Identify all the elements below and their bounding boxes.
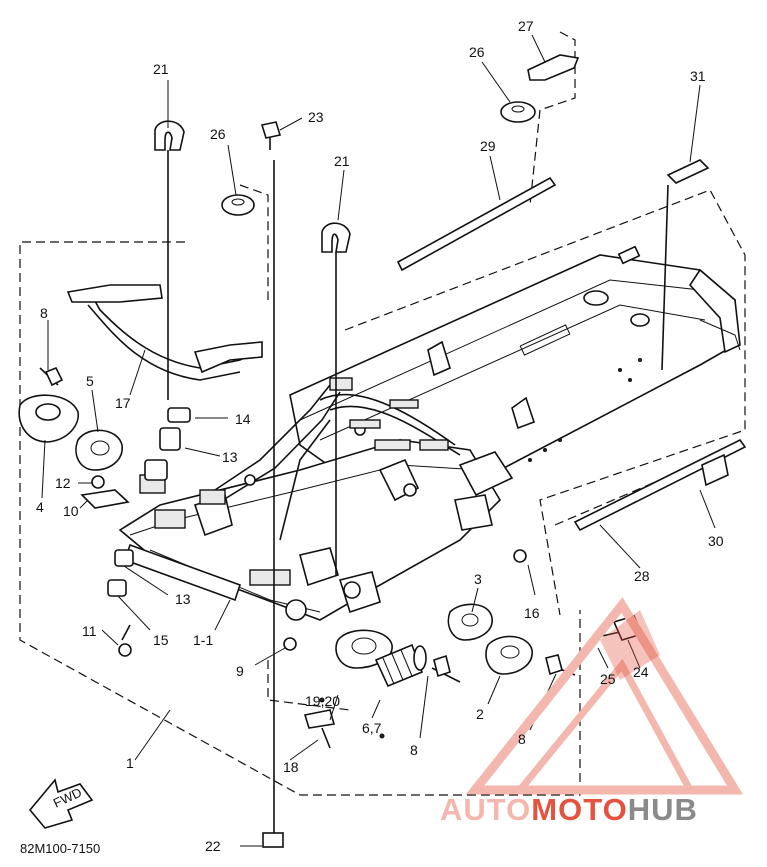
callout-8-mid: 8 bbox=[410, 742, 418, 758]
leader-lines bbox=[41, 34, 716, 847]
callout-2: 2 bbox=[476, 706, 484, 722]
callout-31: 31 bbox=[690, 68, 706, 84]
callout-24: 24 bbox=[633, 664, 649, 680]
callout-19-20: 19,20 bbox=[305, 693, 340, 709]
callout-13-upper: 13 bbox=[222, 449, 238, 465]
callout-27: 27 bbox=[518, 18, 534, 34]
callout-23: 23 bbox=[308, 109, 324, 125]
callout-17: 17 bbox=[115, 395, 131, 411]
callout-26-left: 26 bbox=[210, 126, 226, 142]
loose-parts bbox=[18, 54, 747, 848]
callout-1-1: 1-1 bbox=[193, 632, 213, 648]
fwd-arrow: FWD bbox=[28, 778, 94, 829]
callout-25: 25 bbox=[600, 671, 616, 687]
callout-26-right: 26 bbox=[469, 44, 485, 60]
callout-21-mid: 21 bbox=[334, 153, 350, 169]
callout-29: 29 bbox=[480, 138, 496, 154]
watermark-moto: MOTO bbox=[531, 792, 627, 827]
callout-22: 22 bbox=[205, 838, 221, 854]
watermark-auto: AUTO bbox=[440, 792, 531, 827]
callout-1: 1 bbox=[126, 755, 134, 771]
callout-10: 10 bbox=[63, 503, 79, 519]
callout-8-right: 8 bbox=[518, 731, 526, 747]
diagram-code: 82M100-7150 bbox=[20, 841, 100, 856]
callout-21-top: 21 bbox=[153, 61, 169, 77]
callout-labels: 21 26 23 21 27 26 29 31 8 5 17 14 13 12 … bbox=[36, 18, 724, 854]
callout-28: 28 bbox=[634, 568, 650, 584]
callout-12: 12 bbox=[55, 475, 71, 491]
callout-3: 3 bbox=[474, 571, 482, 587]
callout-5: 5 bbox=[86, 373, 94, 389]
watermark-hub: HUB bbox=[628, 792, 698, 827]
callout-13-lower: 13 bbox=[175, 591, 191, 607]
callout-8-left: 8 bbox=[40, 305, 48, 321]
callout-15: 15 bbox=[153, 632, 169, 648]
callout-30: 30 bbox=[708, 533, 724, 549]
svg-text:AUTOMOTOHUB: AUTOMOTOHUB bbox=[440, 792, 698, 827]
callout-6-7: 6,7 bbox=[362, 720, 382, 736]
main-frame bbox=[118, 245, 741, 621]
callout-4: 4 bbox=[36, 499, 44, 515]
automotohub-watermark: AUTOMOTOHUB bbox=[440, 597, 744, 827]
callout-9: 9 bbox=[236, 663, 244, 679]
callout-11: 11 bbox=[82, 623, 97, 639]
callout-16: 16 bbox=[524, 605, 540, 621]
callout-18: 18 bbox=[283, 759, 299, 775]
callout-14: 14 bbox=[235, 411, 251, 427]
